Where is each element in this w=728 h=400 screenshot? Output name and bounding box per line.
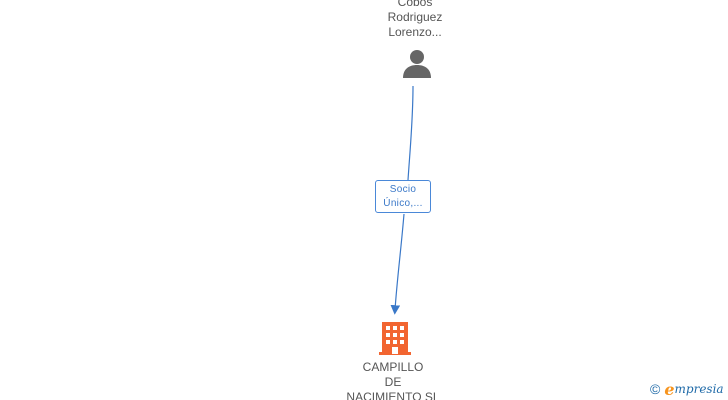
relation-label-line-2: Único,...	[383, 198, 423, 209]
copyright-icon: ©	[650, 381, 661, 397]
brand-watermark: © e mpresia	[650, 379, 724, 399]
building-icon[interactable]	[378, 320, 412, 356]
company-name-label[interactable]: CAMPILLO DE NACIMIENTO SL	[338, 360, 448, 400]
person-name-line-1: Cobos	[397, 0, 433, 9]
person-name-label[interactable]: Cobos Rodriguez Lorenzo...	[365, 0, 465, 40]
person-icon[interactable]	[401, 48, 433, 80]
company-name-line-3: NACIMIENTO SL	[346, 390, 440, 400]
company-name-line-1: CAMPILLO	[362, 360, 424, 374]
edge-lower-segment	[390, 213, 405, 315]
relation-label-line-1: Socio	[389, 184, 417, 195]
person-name-line-3: Lorenzo...	[388, 25, 442, 39]
brand-logo-text: mpresia	[674, 382, 724, 396]
company-name-line-2: DE	[384, 375, 402, 389]
edge-upper-segment	[407, 85, 414, 181]
brand-logo-initial: e	[664, 379, 675, 399]
relation-label[interactable]: Socio Único,...	[375, 180, 431, 213]
person-name-line-2: Rodriguez	[387, 10, 443, 24]
